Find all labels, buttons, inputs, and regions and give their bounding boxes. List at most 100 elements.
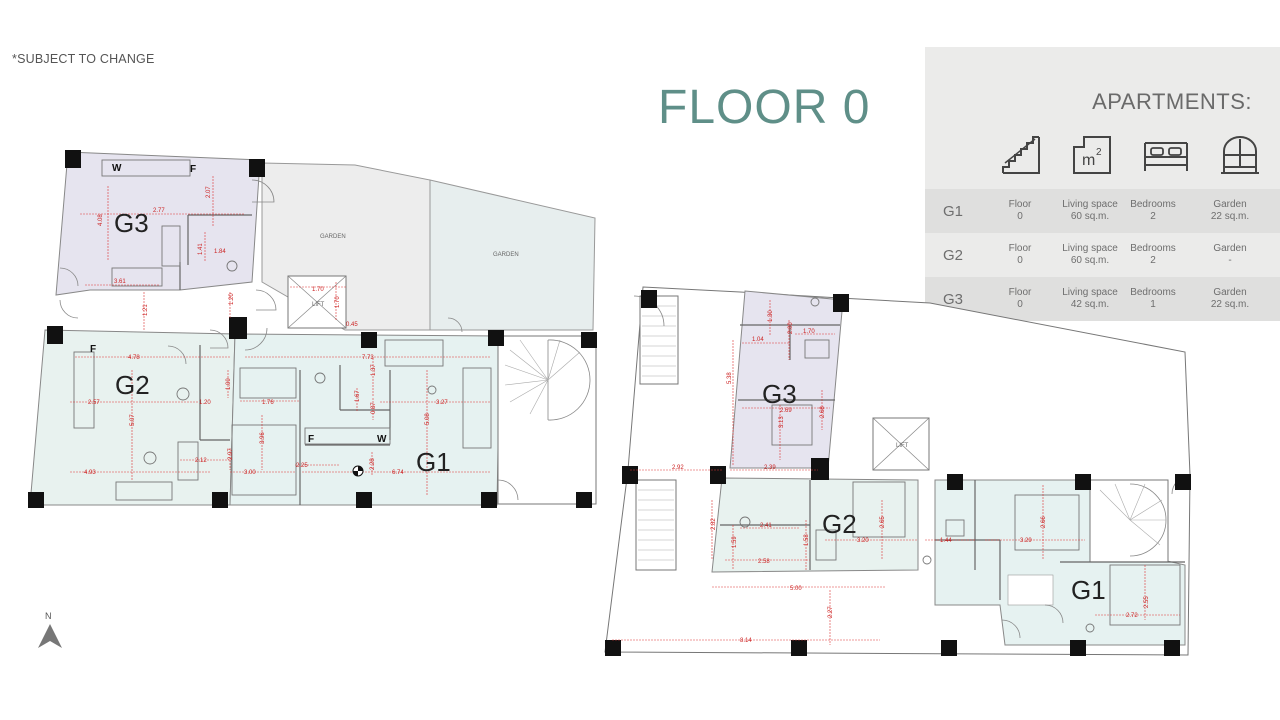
apartment-label-g1: G1: [416, 447, 451, 477]
svg-text:5.38: 5.38: [727, 372, 733, 384]
apartments-icon-row: m 2: [995, 135, 1280, 181]
fridge-marker: F: [308, 434, 314, 445]
svg-text:4.78: 4.78: [128, 355, 140, 361]
lift-label-right: LIFT: [896, 443, 909, 449]
svg-text:7.73: 7.73: [362, 355, 374, 361]
svg-text:1.70: 1.70: [803, 329, 815, 335]
stair-area-right-2: [635, 479, 677, 571]
g3-zone: [55, 151, 261, 296]
area-m2-icon: m 2: [1073, 136, 1111, 174]
svg-text:2.72: 2.72: [1126, 613, 1138, 619]
svg-text:2.25: 2.25: [296, 463, 308, 469]
svg-text:2.41: 2.41: [760, 523, 772, 529]
g2-zone-right: [711, 477, 919, 573]
svg-text:1.59: 1.59: [732, 536, 738, 548]
svg-text:2.07: 2.07: [206, 186, 212, 198]
svg-text:1.41: 1.41: [198, 243, 204, 255]
m2-label: m: [1082, 152, 1095, 169]
bed-icon: [1144, 142, 1188, 171]
apartment-label-g2-right: G2: [822, 509, 857, 539]
right-floor-plan: LIFT: [604, 286, 1191, 656]
svg-text:3.29: 3.29: [1020, 538, 1032, 544]
page-title: FLOOR 0: [658, 81, 871, 134]
svg-text:1.37: 1.37: [371, 364, 377, 376]
svg-text:2.57: 2.57: [88, 400, 100, 406]
garden-label-2: GARDEN: [493, 252, 519, 258]
svg-text:1.21: 1.21: [143, 304, 149, 316]
washer-marker: W: [112, 163, 122, 174]
apartment-label-g2: G2: [115, 370, 150, 400]
svg-text:6.74: 6.74: [392, 470, 404, 476]
svg-text:4.93: 4.93: [84, 470, 96, 476]
svg-text:1.20: 1.20: [199, 400, 211, 406]
apartment-id: G3: [943, 290, 964, 308]
svg-text:3.00: 3.00: [244, 470, 256, 476]
fridge-marker: F: [190, 164, 196, 175]
apartment-id: G1: [943, 202, 964, 220]
svg-text:1.70: 1.70: [312, 287, 324, 293]
svg-text:2.58: 2.58: [758, 559, 770, 565]
svg-text:2.12: 2.12: [195, 458, 207, 464]
svg-text:2.97: 2.97: [228, 448, 234, 460]
garden-gate-icon: [1221, 136, 1259, 174]
svg-text:1.70: 1.70: [335, 296, 341, 308]
dimension-labels-right: 1.30 1.04 2.00 1.70 5.38 2.69 3.13 2.68 …: [672, 310, 1150, 644]
svg-text:5.07: 5.07: [130, 414, 136, 426]
svg-text:1.44: 1.44: [940, 538, 952, 544]
svg-text:2.00: 2.00: [788, 322, 794, 334]
apartment-label-g1-right: G1: [1071, 575, 1106, 605]
svg-text:2.66: 2.66: [1041, 516, 1047, 528]
svg-text:3.13: 3.13: [779, 416, 785, 428]
svg-text:4.08: 4.08: [98, 214, 104, 226]
svg-text:1.58: 1.58: [804, 534, 810, 546]
svg-text:2.39: 2.39: [764, 465, 776, 471]
garden-zone-2: [429, 179, 596, 331]
svg-text:1.67: 1.67: [355, 390, 361, 402]
m2-superscript: 2: [1096, 147, 1102, 158]
svg-text:2.28: 2.28: [370, 458, 376, 470]
svg-text:0.45: 0.45: [346, 322, 358, 328]
fridge-marker: F: [90, 344, 96, 355]
svg-text:1.76: 1.76: [262, 400, 274, 406]
svg-text:3.61: 3.61: [114, 279, 126, 285]
north-label: N: [45, 611, 52, 621]
apartment-label-g3: G3: [114, 208, 149, 238]
lift-label-left: LIFT: [312, 302, 325, 308]
north-arrow: N: [38, 611, 62, 648]
apartments-panel-title: APARTMENTS:: [1092, 89, 1252, 114]
washer-marker: W: [377, 434, 387, 445]
stairs-icon: [1002, 136, 1040, 174]
svg-text:1.20: 1.20: [229, 293, 235, 305]
disclaimer-text: *SUBJECT TO CHANGE: [12, 52, 155, 66]
svg-text:3.20: 3.20: [857, 538, 869, 544]
svg-text:2.69: 2.69: [780, 408, 792, 414]
svg-text:2.77: 2.77: [153, 208, 165, 214]
svg-text:1.84: 1.84: [214, 249, 226, 255]
svg-text:2.65: 2.65: [880, 516, 886, 528]
svg-text:8.14: 8.14: [740, 638, 752, 644]
garden-cell: Garden-: [1213, 243, 1247, 266]
stair-area-right-3: [1089, 479, 1169, 563]
svg-text:0.87: 0.87: [371, 402, 377, 414]
svg-text:3.27: 3.27: [436, 400, 448, 406]
svg-text:2.68: 2.68: [820, 406, 826, 418]
svg-text:2.55: 2.55: [1144, 596, 1150, 608]
apartment-label-g3-right: G3: [762, 379, 797, 409]
left-floor-plan: 4.08 2.77 2.07 1.41 1.84 3.61 1.21 1.20 …: [28, 150, 597, 508]
stair-area-left: [497, 335, 597, 505]
